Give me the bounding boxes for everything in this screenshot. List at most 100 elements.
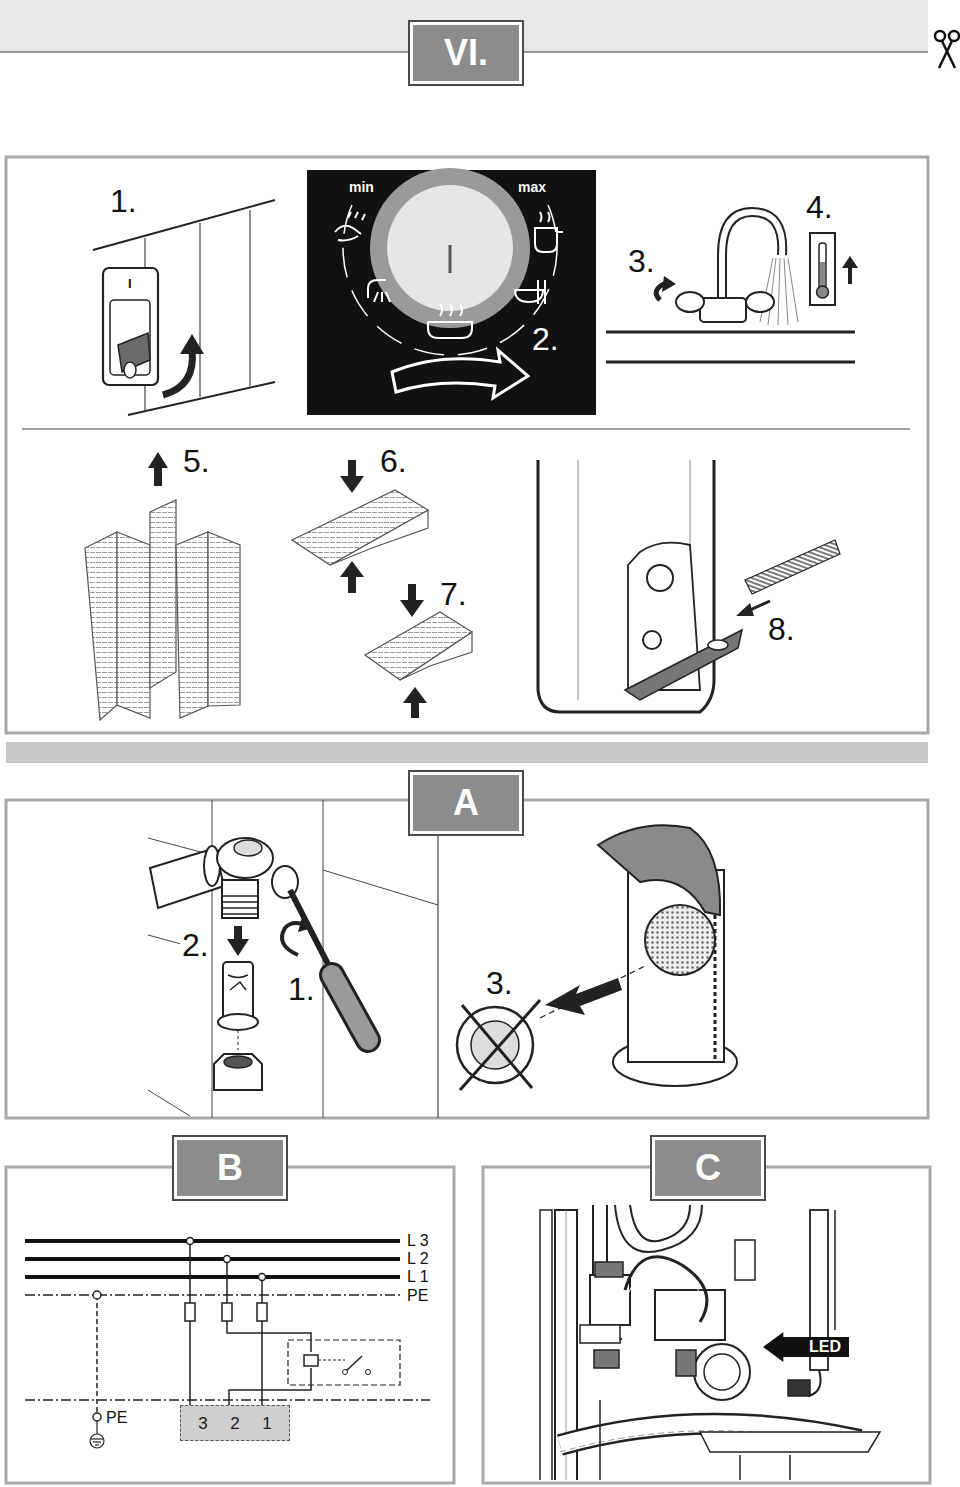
scissors-icon-part [949,31,959,41]
wiring-diagram-part [304,1355,318,1366]
valve-illustration-part [223,962,253,1020]
faucet-illustration-part-part [788,258,798,322]
section-tab: VI. [408,20,524,86]
instruction-leaflets-part [176,532,208,718]
sheet-illustration [292,460,472,718]
step-number: 8. [766,612,797,646]
circuit-breaker-illustration-part [124,362,136,378]
terminal-block: 321 [180,1405,290,1441]
filter-illustration-part [645,905,715,975]
panel-frame [6,1167,454,1483]
valve-illustration-part [222,896,258,914]
earth-label: PE [405,1287,430,1305]
wiring-diagram-part [96,1421,97,1434]
heater-interior-illustration [540,1205,880,1480]
faucet-illustration-part [676,292,704,312]
scissors-icon-part [939,41,952,68]
heater-interior-illustration-part [540,1210,552,1480]
temperature-dial-part-part [428,322,472,338]
wiring-diagram-part [93,1291,101,1299]
thermometer-icon-part [817,286,829,298]
valve-illustration-part [332,975,368,1040]
heater-interior-illustration-part [628,1265,701,1320]
section-letter: C [695,1150,721,1186]
scissors-icon-part [942,41,955,68]
heater-interior-illustration-part [630,1205,690,1241]
sheet-illustration-part [365,612,472,680]
faucet-illustration-part-part [768,258,776,325]
heater-interior-illustration-part [625,1257,707,1322]
step-number: 4. [804,190,835,224]
scissors-icon [935,31,959,68]
heater-interior-illustration-part [595,1262,623,1277]
valve-illustration-part [238,1030,239,1050]
wiring-diagram-part [222,1303,232,1321]
faucet-illustration-part [606,361,855,364]
wiring-diagram-part [90,1434,104,1448]
faucet-illustration-part [662,276,676,292]
section-letter: B [217,1150,243,1186]
wiring-diagram-part [96,1295,98,1413]
valve-illustration-part [290,890,330,968]
filter-illustration [457,825,737,1090]
water-heater-illustration-part [745,540,840,594]
valve-illustration-part-part [222,895,258,896]
faucet-illustration-part [722,212,782,300]
instruction-leaflets-part [150,500,176,688]
section-tab: B [172,1135,288,1201]
valve-illustration-part [298,917,312,932]
step-number: 1. [286,972,317,1006]
step-number: 3. [626,244,657,278]
wiring-diagram-part [187,1238,194,1245]
valve-illustration-part [323,870,438,905]
wiring-diagram-part [345,1356,362,1372]
valve-illustration-part [228,975,248,990]
step-number: 7. [438,577,469,611]
heater-interior-illustration-part [694,1344,750,1400]
sheet-illustration-part [400,600,424,617]
sheet-illustration-part [403,687,427,703]
temperature-dial-part [387,185,513,311]
separator-band [6,742,928,763]
heater-interior-illustration-part [590,1275,630,1325]
arrow-shape [763,1332,849,1362]
heater-interior-illustration-part [788,1380,810,1396]
valve-illustration-part-part [222,901,258,902]
step-number: 6. [378,444,409,478]
section-tab: C [650,1135,766,1201]
heater-interior-illustration-part [735,1240,755,1280]
filter-illustration-part [598,825,720,915]
sheet-illustration-part [408,584,416,601]
valve-illustration-part [222,880,258,918]
water-heater-illustration-part [690,460,691,545]
wiring-diagram-part [25,1399,430,1401]
faucet-illustration-part [700,298,746,322]
water-heater-illustration-part [578,460,579,700]
temperature-dial-part [307,170,596,415]
temperature-dial-part [449,245,452,273]
wiring-diagram-part [91,1438,103,1439]
filter-illustration-part [462,1005,532,1088]
water-heater-illustration-part [643,631,661,649]
heater-interior-illustration-part [615,1205,702,1252]
instruction-leaflets-part [85,532,117,720]
wiring-diagram-part [93,1413,101,1421]
valve-illustration-part [217,838,273,878]
heater-interior-illustration-part [594,1350,619,1368]
wiring-diagram-part [343,1370,348,1375]
faucet-illustration-part [746,292,774,312]
panel-frame [6,157,928,733]
terminal-number: 2 [230,1415,239,1432]
step-number: 3. [484,966,515,1000]
circuit-breaker-illustration-part [128,382,275,415]
section-tab: A [408,770,524,836]
sheet-illustration-part [292,490,428,565]
panel-frame-part [6,800,928,1118]
wiring-diagram-part [25,1275,400,1279]
wiring-diagram-part [95,1444,99,1445]
terminal-number: 1 [262,1415,271,1432]
step-number: 1. [108,184,139,218]
instruction-leaflets-part [117,532,150,718]
faucet-illustration-part [606,331,855,334]
